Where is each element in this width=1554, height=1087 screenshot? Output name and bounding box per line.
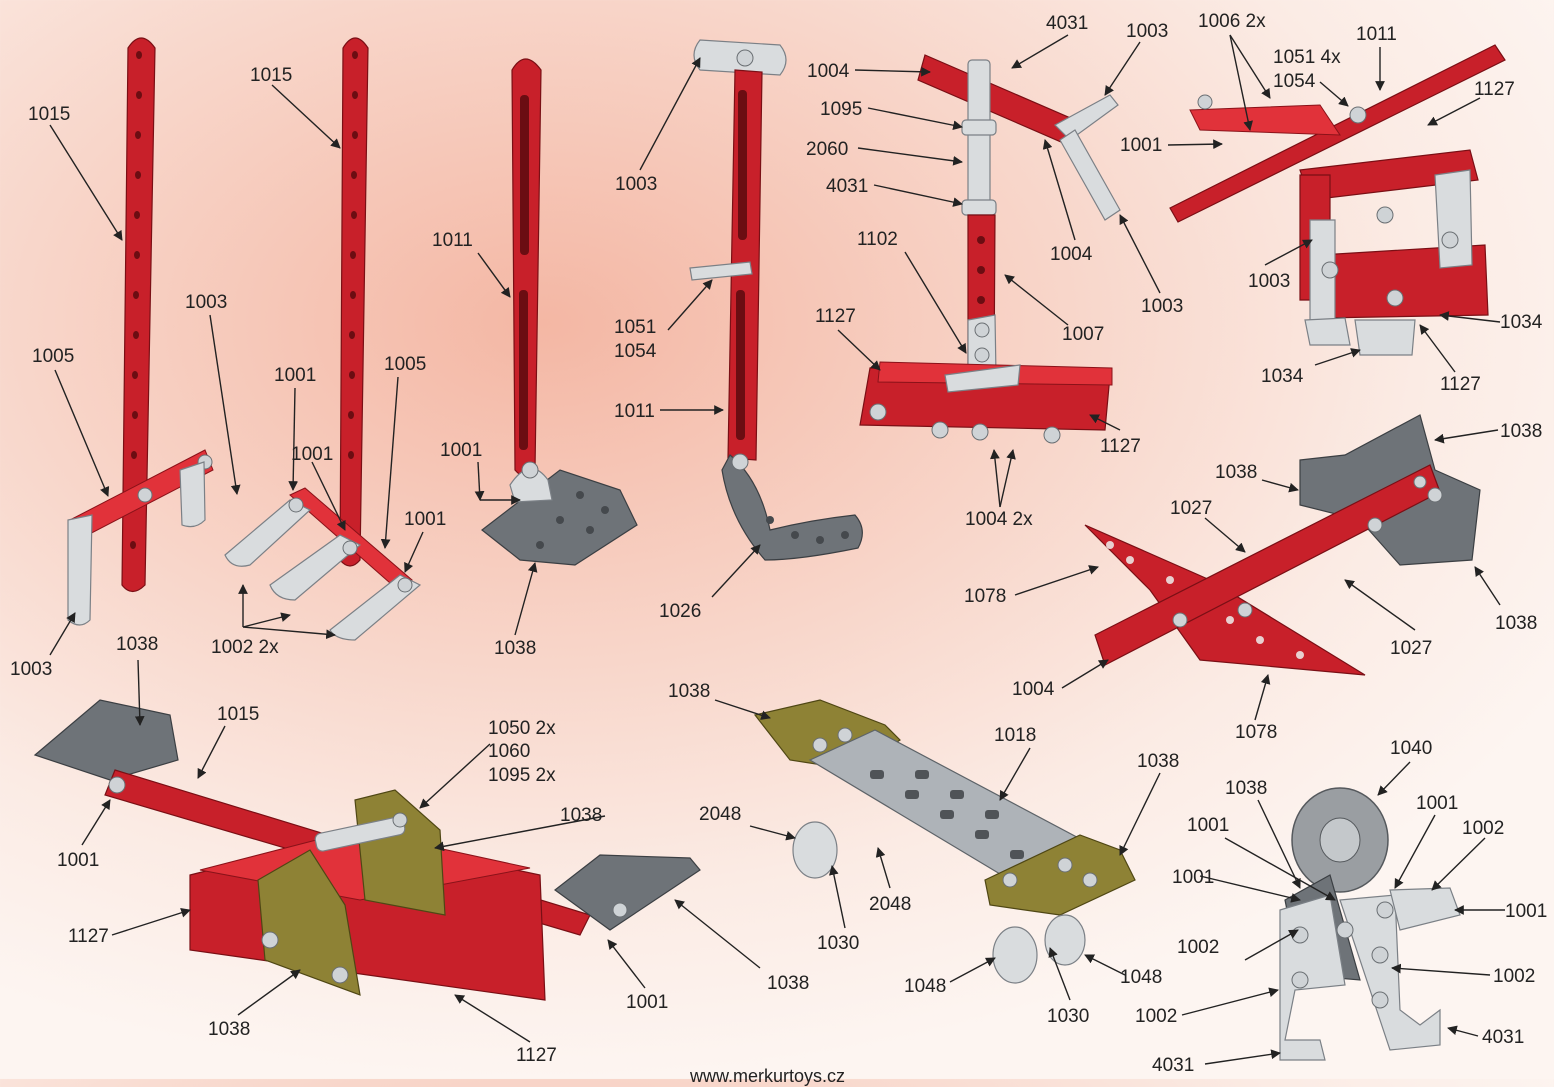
label-m6-1127-top: 1127 — [1474, 79, 1515, 100]
label-m7-1038-right: 1038 — [1500, 421, 1542, 442]
label-m8-1001-right: 1001 — [626, 992, 668, 1013]
label-m2-1002: 1002 2x — [211, 637, 279, 658]
label-m8-1001-left: 1001 — [57, 850, 99, 871]
label-m8-1050: 1050 2x — [488, 718, 556, 739]
label-m5-1102: 1102 — [857, 229, 898, 250]
label-m7-1078-left: 1078 — [964, 586, 1006, 607]
label-m9-1048-left: 1048 — [904, 976, 946, 997]
label-m4-1011: 1011 — [614, 401, 655, 422]
label-m6-1034-right: 1034 — [1500, 312, 1543, 333]
label-m1-1003-top: 1003 — [185, 292, 227, 313]
label-m7-1078-bottom: 1078 — [1235, 722, 1277, 743]
label-m5-1127-right: 1127 — [1100, 436, 1141, 457]
label-m2-1001-c: 1001 — [404, 509, 446, 530]
label-m3-1038: 1038 — [494, 638, 536, 659]
label-m9-1030-bottom: 1030 — [1047, 1006, 1089, 1027]
website-url: www.merkurtoys.cz — [690, 1066, 845, 1087]
label-m10-4031-right: 4031 — [1482, 1027, 1524, 1048]
label-m8-1060: 1060 — [488, 741, 530, 762]
label-m10-4031-left: 4031 — [1152, 1055, 1194, 1076]
label-m7-1038-bottom: 1038 — [1495, 613, 1537, 634]
label-m5-4031-top: 4031 — [1046, 13, 1088, 34]
label-m8-1038-top: 1038 — [116, 634, 158, 655]
label-m10-1038: 1038 — [1225, 778, 1267, 799]
label-m10-1001-top: 1001 — [1416, 793, 1458, 814]
label-m10-1002-top: 1002 — [1462, 818, 1504, 839]
label-m8-1038-bottom: 1038 — [208, 1019, 250, 1040]
label-m9-1038-right: 1038 — [1137, 751, 1179, 772]
label-m5-1004-top: 1004 — [807, 61, 850, 82]
model-10 — [1280, 788, 1460, 1060]
label-m8-1038-right: 1038 — [767, 973, 809, 994]
model-9 — [755, 700, 1135, 983]
label-m10-1001-right: 1001 — [1505, 901, 1547, 922]
label-m5-1003-top: 1003 — [1126, 21, 1168, 42]
label-m10-1002-bottom: 1002 — [1135, 1006, 1177, 1027]
label-m6-1054: 1054 — [1273, 71, 1316, 92]
label-m5-1127-left: 1127 — [815, 306, 856, 327]
label-m4-1003: 1003 — [615, 174, 657, 195]
model-8 — [35, 700, 700, 1000]
label-m9-2048-left: 2048 — [699, 804, 741, 825]
label-m5-4031-mid: 4031 — [826, 176, 868, 197]
label-m2-1015: 1015 — [250, 65, 292, 86]
label-m10-1001-b: 1001 — [1172, 867, 1214, 888]
label-m5-1003-right: 1003 — [1141, 296, 1183, 317]
label-m3-1001: 1001 — [440, 440, 482, 461]
label-m9-1048-right: 1048 — [1120, 967, 1162, 988]
label-m4-1026: 1026 — [659, 601, 701, 622]
label-m9-1018: 1018 — [994, 725, 1036, 746]
label-m6-1003: 1003 — [1248, 271, 1290, 292]
label-m9-1038-left: 1038 — [668, 681, 710, 702]
label-m2-1005: 1005 — [384, 354, 426, 375]
label-m6-1034-left: 1034 — [1261, 366, 1304, 387]
label-m2-1001-a: 1001 — [274, 365, 316, 386]
label-m7-1038-top: 1038 — [1215, 462, 1257, 483]
model-1 — [68, 38, 213, 625]
label-m9-2048-bottom: 2048 — [869, 894, 911, 915]
label-m10-1002-right: 1002 — [1493, 966, 1535, 987]
label-m7-1027-bottom: 1027 — [1390, 638, 1432, 659]
label-m7-1004: 1004 — [1012, 679, 1055, 700]
label-m6-1051: 1051 4x — [1273, 47, 1341, 68]
label-m5-2060: 2060 — [806, 139, 848, 160]
model-6 — [1170, 45, 1505, 355]
label-m6-1001: 1001 — [1120, 135, 1162, 156]
label-m9-1030-left: 1030 — [817, 933, 859, 954]
label-m7-1027-top: 1027 — [1170, 498, 1212, 519]
label-m6-1011: 1011 — [1356, 24, 1397, 45]
label-m1-1003-bottom: 1003 — [10, 659, 52, 680]
label-m8-1038-mid: 1038 — [560, 805, 602, 826]
label-m8-1015: 1015 — [217, 704, 259, 725]
label-m6-1127-bottom: 1127 — [1440, 374, 1481, 395]
label-m5-1004-mid: 1004 — [1050, 244, 1093, 265]
model-3 — [482, 59, 637, 565]
label-m8-1127-left: 1127 — [68, 926, 109, 947]
label-m5-1004-2x: 1004 2x — [965, 509, 1033, 530]
label-m10-1040: 1040 — [1390, 738, 1432, 759]
label-m10-1001-a: 1001 — [1187, 815, 1229, 836]
label-m5-1007: 1007 — [1062, 324, 1104, 345]
label-m6-1006: 1006 2x — [1198, 11, 1266, 32]
label-m4-1051: 1051 — [614, 317, 656, 338]
label-m4-1054: 1054 — [614, 341, 657, 362]
label-m1-1015: 1015 — [28, 104, 70, 125]
model-7 — [1085, 415, 1480, 675]
label-m8-1127-bottom: 1127 — [516, 1045, 557, 1066]
label-m3-1011: 1011 — [432, 230, 473, 251]
model-2 — [225, 38, 420, 640]
label-m10-1002-left: 1002 — [1177, 937, 1219, 958]
label-m1-1005: 1005 — [32, 346, 74, 367]
label-m5-1095: 1095 — [820, 99, 862, 120]
label-m8-1095: 1095 2x — [488, 765, 556, 786]
label-m2-1001-b: 1001 — [291, 444, 333, 465]
